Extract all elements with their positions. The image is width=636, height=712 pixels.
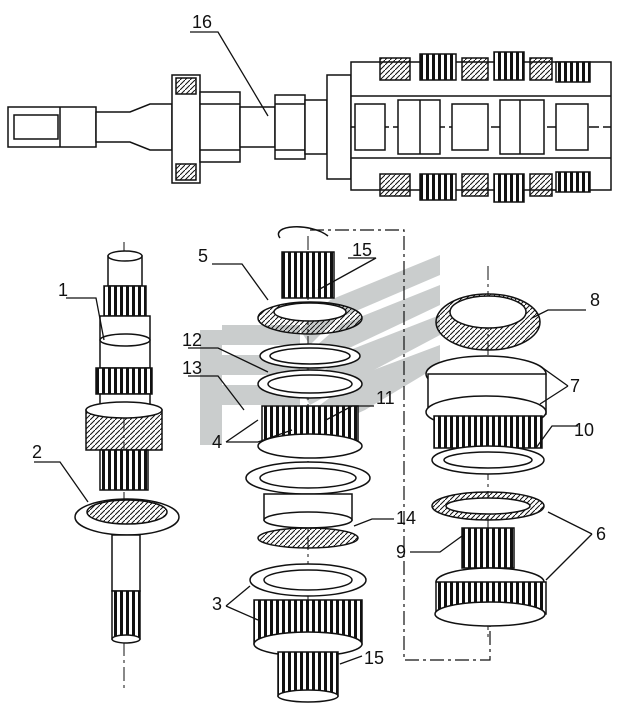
label-9: 9 [396,542,406,562]
label-4: 4 [212,432,222,452]
label-5: 5 [198,246,208,266]
assembled-shaft [7,51,612,203]
label-15-top: 15 [352,240,372,260]
assembly-bracket [310,229,491,661]
input-shaft-part [74,242,180,690]
label-11: 11 [376,388,395,408]
label-13: 13 [182,358,202,378]
label-2: 2 [32,442,42,462]
label-8: 8 [590,290,600,310]
main-shaft-stack [245,226,371,703]
callout-labels: 16 1 2 5 15 12 13 11 4 14 3 15 8 7 10 9 … [32,12,606,668]
synchronizer-assembly [425,266,547,640]
label-12: 12 [182,330,202,350]
label-7: 7 [570,376,580,396]
label-15-bottom: 15 [364,648,384,668]
leader-lines [34,31,593,665]
label-3: 3 [212,594,222,614]
label-10: 10 [574,420,594,440]
label-14: 14 [396,508,416,528]
label-16: 16 [192,12,212,32]
label-6: 6 [596,524,606,544]
label-1: 1 [58,280,68,300]
